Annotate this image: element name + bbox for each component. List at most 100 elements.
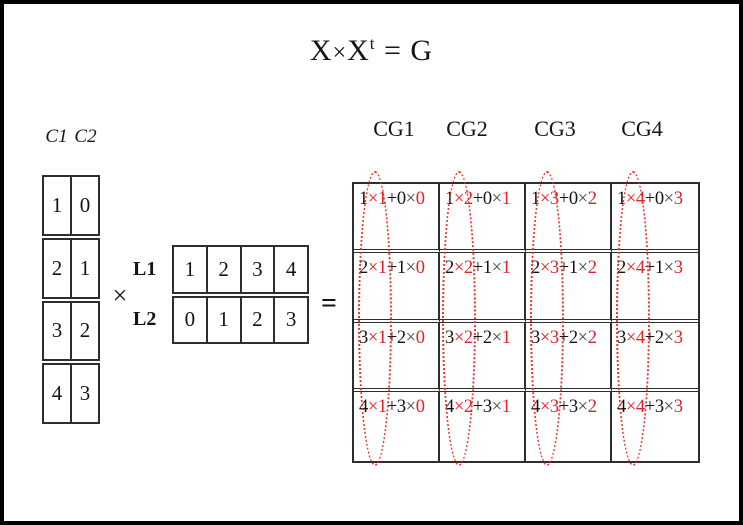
operand-l: 1 [377, 258, 387, 279]
operand-l: 2 [463, 327, 473, 348]
matrix-cell: 0 [70, 177, 98, 234]
cell-expression: 1×1+0×0 [359, 189, 438, 210]
times-operator: × [453, 258, 464, 279]
operand-c: 0 [654, 189, 664, 209]
times-operator: × [112, 281, 128, 310]
times-operator: × [367, 258, 378, 279]
x-matrix-column-headers: C1 C2 [42, 126, 100, 148]
cell-expression: 4×3+3×2 [531, 397, 610, 418]
matrix-cell: 2 [205, 247, 240, 292]
operand-l: 4 [635, 396, 645, 417]
matrix-cell: 2 [51, 255, 63, 280]
times-operator: × [453, 327, 464, 348]
cell-expression: 4×4+3×3 [617, 397, 698, 418]
transpose-superscript: t [369, 34, 376, 53]
plus-operator: + [558, 327, 569, 348]
times-operator: × [405, 258, 416, 279]
operand-l: 2 [463, 258, 473, 279]
operand-c: 0 [568, 189, 578, 209]
times-operator: × [367, 396, 378, 417]
operand-c: 4 [359, 396, 368, 417]
result-cell: 2×2+1×1 [440, 253, 526, 323]
result-cell: 4×3+3×2 [526, 391, 612, 461]
times-operator: × [539, 189, 550, 209]
operand-l: 3 [549, 327, 559, 348]
equation-result: = G [375, 34, 434, 67]
times-operator: × [663, 258, 674, 279]
equation-title: X×Xt = G [0, 34, 743, 68]
operand-c: 2 [531, 258, 540, 279]
times-operator: × [539, 258, 550, 279]
plus-operator: + [644, 327, 655, 348]
result-cell: 1×2+0×1 [440, 184, 526, 254]
operand-l: 3 [673, 258, 683, 279]
times-operator: × [405, 396, 416, 417]
operand-l: 3 [549, 258, 559, 279]
operand-l: 1 [501, 327, 511, 348]
operand-c: 2 [445, 258, 454, 279]
times-operator: × [491, 189, 502, 209]
cell-expression: 2×2+1×1 [445, 258, 524, 279]
times-operator: × [367, 189, 378, 209]
header-cg1: CG1 [373, 116, 415, 141]
plus-operator: + [386, 258, 397, 279]
times-operator: × [453, 396, 464, 417]
operand-c: 2 [654, 327, 664, 348]
operand-l: 2 [587, 327, 597, 348]
times-operator: × [453, 189, 464, 209]
plus-operator: + [386, 189, 397, 209]
result-cell: 2×3+1×2 [526, 253, 612, 323]
matrix-cell: 2 [239, 297, 274, 342]
result-cell: 1×3+0×2 [526, 184, 612, 254]
plus-operator: + [558, 189, 569, 209]
plus-operator: + [644, 396, 655, 417]
operand-c: 1 [445, 189, 454, 209]
operand-c: 4 [445, 396, 454, 417]
operand-c: 4 [617, 396, 626, 417]
operand-c: 2 [617, 258, 626, 279]
label-l2: L2 [133, 307, 157, 330]
cell-expression: 4×1+3×0 [359, 397, 438, 418]
plus-operator: + [386, 396, 397, 417]
times-operator: × [491, 327, 502, 348]
times-operator: × [367, 327, 378, 348]
result-cell: 4×1+3×0 [354, 391, 440, 461]
matrix-cell: 1 [184, 256, 196, 281]
plus-operator: + [386, 327, 397, 348]
operand-c: 1 [654, 258, 664, 279]
times-operator: × [625, 258, 636, 279]
operand-l: 3 [673, 189, 683, 209]
times-operator: × [663, 327, 674, 348]
result-cell: 3×4+2×3 [612, 323, 698, 392]
operand-l: 2 [587, 258, 597, 279]
operand-c: 1 [531, 189, 540, 209]
matrix-cell: 3 [51, 318, 63, 343]
times-operator: × [663, 189, 674, 209]
result-cell: 1×1+0×0 [354, 184, 440, 254]
operand-c: 3 [654, 396, 664, 417]
matrix-cell: 3 [239, 247, 274, 292]
operand-l: 4 [635, 327, 645, 348]
operand-c: 1 [396, 258, 406, 279]
operand-c: 1 [568, 258, 578, 279]
times-operator: × [577, 396, 588, 417]
matrix-cell: 3 [70, 365, 98, 422]
operand-c: 3 [359, 327, 368, 348]
operand-c: 1 [359, 189, 368, 209]
times-operator: × [405, 189, 416, 209]
times-operator: × [539, 327, 550, 348]
plus-operator: + [644, 258, 655, 279]
operand-c: 2 [396, 327, 406, 348]
cell-expression: 3×4+2×3 [617, 328, 698, 349]
header-cg4: CG4 [621, 116, 663, 141]
operand-l: 1 [377, 189, 387, 209]
header-cg2: CG2 [446, 116, 488, 141]
result-cell: 3×3+2×2 [526, 322, 612, 392]
